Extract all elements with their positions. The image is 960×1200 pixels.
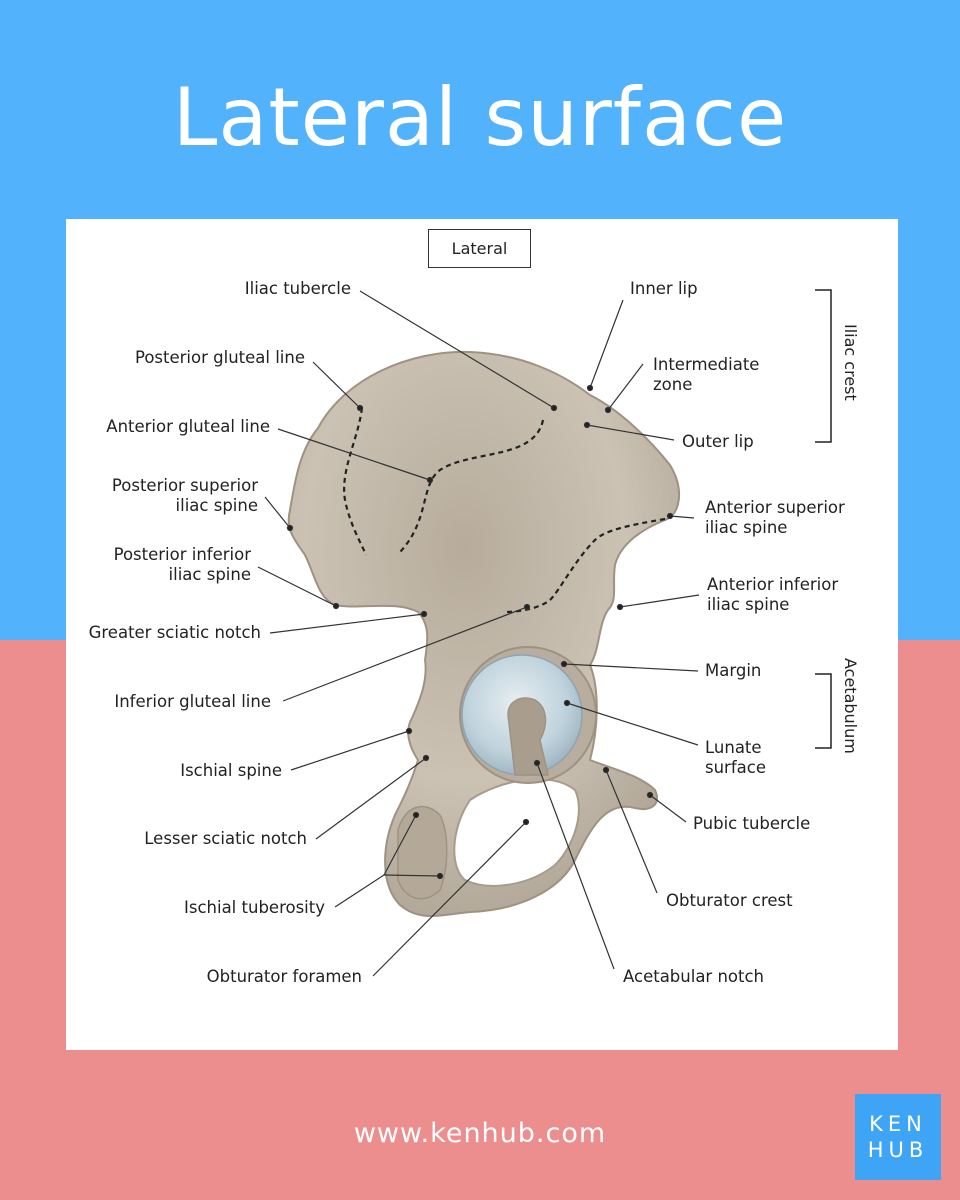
label-posterior-superior-iliac-spine: Posterior superior iliac spine	[112, 476, 258, 516]
acetabulum-bracket	[815, 674, 831, 748]
group-label-acetabulum: Acetabulum	[841, 658, 860, 754]
label-margin: Margin	[705, 661, 761, 681]
acetabular-fossa	[508, 698, 548, 775]
label-anterior-gluteal-line: Anterior gluteal line	[106, 417, 270, 437]
label-obturator-foramen: Obturator foramen	[207, 967, 362, 987]
label-anterior-superior-iliac-spine: Anterior superior iliac spine	[705, 498, 845, 538]
label-posterior-gluteal-line: Posterior gluteal line	[135, 348, 305, 368]
footer-url[interactable]: www.kenhub.com	[0, 1118, 960, 1149]
label-pubic-tubercle: Pubic tubercle	[693, 814, 810, 834]
label-anterior-inferior-iliac-spine: Anterior inferior iliac spine	[707, 575, 838, 615]
label-lunate-surface: Lunate surface	[705, 738, 766, 778]
label-posterior-inferior-iliac-spine: Posterior inferior iliac spine	[114, 545, 251, 585]
label-outer-lip: Outer lip	[682, 432, 754, 452]
iliac-crest-bracket	[815, 290, 831, 442]
logo-text-bottom: HUB	[868, 1137, 929, 1163]
label-obturator-crest: Obturator crest	[666, 891, 793, 911]
group-label-iliac-crest: Iliac crest	[841, 324, 860, 401]
label-lesser-sciatic-notch: Lesser sciatic notch	[144, 829, 307, 849]
label-intermediate-zone: Intermediate zone	[653, 355, 759, 395]
view-label-box: Lateral	[428, 229, 531, 268]
label-iliac-tubercle: Iliac tubercle	[245, 279, 351, 299]
label-ischial-spine: Ischial spine	[180, 761, 282, 781]
label-ischial-tuberosity: Ischial tuberosity	[184, 898, 325, 918]
label-inner-lip: Inner lip	[630, 279, 698, 299]
label-greater-sciatic-notch: Greater sciatic notch	[89, 623, 261, 643]
kenhub-logo[interactable]: KEN HUB	[855, 1094, 941, 1180]
label-inferior-gluteal-line: Inferior gluteal line	[114, 692, 271, 712]
logo-text-top: KEN	[869, 1111, 927, 1137]
ischial-tuberosity-shape	[398, 807, 447, 899]
label-acetabular-notch: Acetabular notch	[623, 967, 764, 987]
